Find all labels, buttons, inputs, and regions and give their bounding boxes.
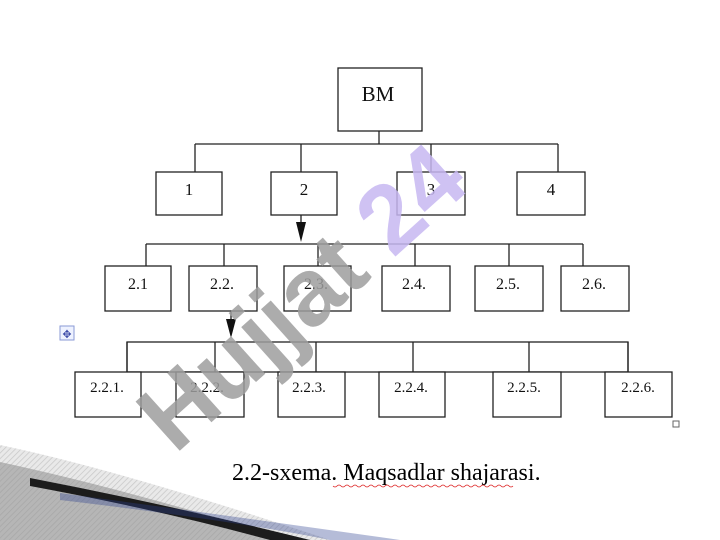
watermark-text: Hujjat: [117, 195, 407, 471]
node-level2-3: 2.3.: [283, 265, 352, 312]
node-level3-label: 2.2.3.: [292, 380, 326, 396]
node-level1-label: 1: [185, 180, 194, 199]
node-level3-3: 2.2.3.: [277, 371, 346, 418]
corner-swoosh-decoration: [0, 445, 400, 540]
node-level3-label: 2.2.1.: [90, 380, 124, 396]
node-level3-label: 2.2.2.: [190, 380, 224, 396]
node-level1-3: 3: [396, 171, 466, 216]
node-level3-label: 2.2.4.: [394, 380, 428, 396]
node-level2-label: 2.3.: [304, 276, 328, 293]
node-level2-4: 2.4.: [381, 265, 451, 312]
node-level2-5: 2.5.: [474, 265, 544, 312]
spellcheck-underline: [332, 484, 514, 488]
move-handle-icon[interactable]: ✥: [59, 325, 75, 341]
node-root-label: BM: [362, 82, 395, 106]
node-level2-2: 2.2.: [188, 265, 258, 312]
connectors-root-level1: [194, 131, 559, 172]
connectors-level2-level3: [126, 311, 629, 373]
node-level2-6: 2.6.: [560, 265, 630, 312]
node-level1-1: 1: [155, 171, 223, 216]
caption-text: 2.2-sxema. Maqsadlar shajarasi.: [232, 460, 541, 486]
node-root: BM: [337, 67, 423, 132]
node-level3-4: 2.2.4.: [378, 371, 446, 418]
node-level1-label: 4: [547, 180, 556, 199]
node-level2-label: 2.2.: [210, 276, 234, 293]
arrowhead-level3: [226, 319, 236, 338]
node-level3-label: 2.2.6.: [621, 380, 655, 396]
node-level2-label: 2.6.: [582, 276, 606, 293]
node-level3-6: 2.2.6.: [604, 371, 673, 418]
node-level3-5: 2.2.5.: [492, 371, 562, 418]
node-level3-2: 2.2.2.: [175, 371, 245, 418]
node-level2-1: 2.1: [104, 265, 172, 312]
node-level3-1: 2.2.1.: [74, 371, 142, 418]
node-level1-label: 3: [427, 180, 436, 199]
resize-handle-icon[interactable]: [672, 420, 680, 428]
arrowhead-level2: [296, 222, 306, 242]
tree-diagram: BM 1 2 3 4 2.1 2.2. 2.3.: [74, 67, 673, 418]
node-level2-label: 2.5.: [496, 276, 520, 293]
node-level1-4: 4: [516, 171, 586, 216]
move-handle-glyph: ✥: [62, 328, 71, 341]
diagram-caption: 2.2-sxema. Maqsadlar shajarasi.: [232, 460, 541, 488]
node-level2-label: 2.1: [128, 276, 148, 293]
node-level3-label: 2.2.5.: [507, 380, 541, 396]
node-level1-label: 2: [300, 180, 309, 199]
node-level1-2: 2: [270, 171, 338, 216]
node-level2-label: 2.4.: [402, 276, 426, 293]
